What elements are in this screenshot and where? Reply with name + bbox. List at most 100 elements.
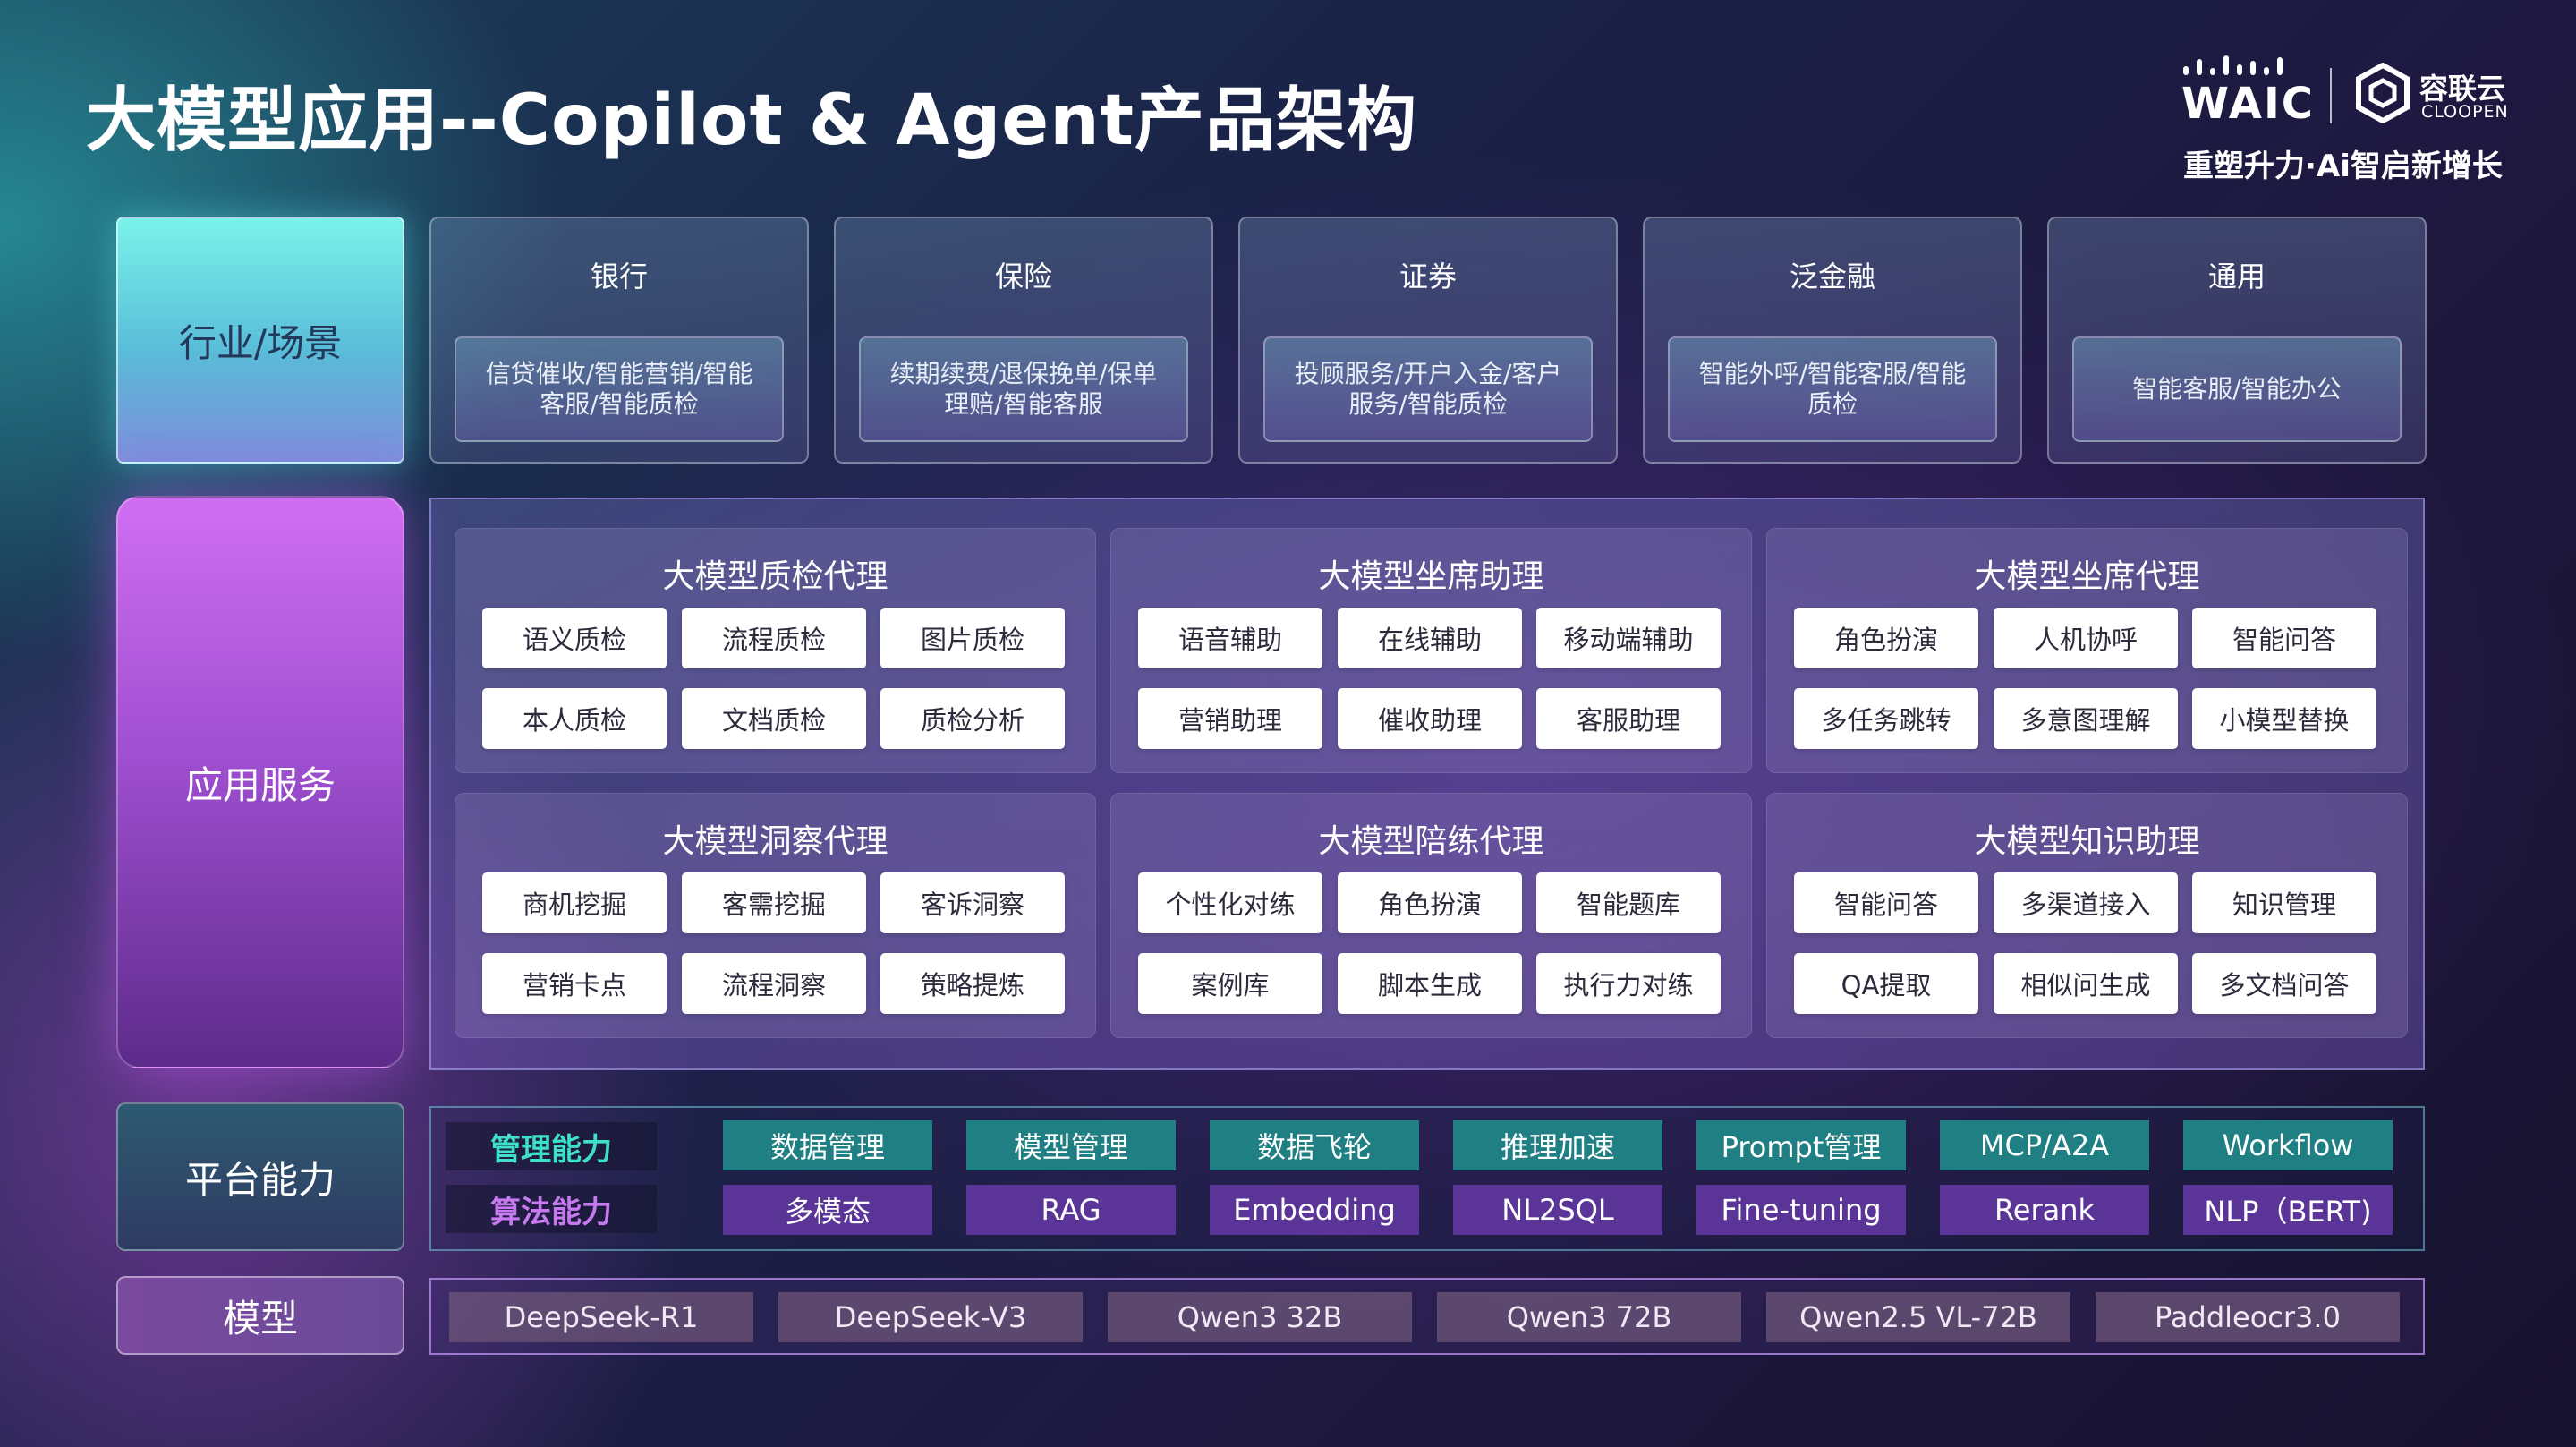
industry-card-insurance: 保险 续期续费/退保挽单/保单理赔/智能客服 bbox=[834, 217, 1213, 464]
industry-scenarios: 信贷催收/智能营销/智能客服/智能质检 bbox=[455, 336, 784, 442]
capability-item: 角色扮演 bbox=[1794, 608, 1978, 668]
label-industry: 行业/场景 bbox=[116, 217, 404, 464]
capability-item: 本人质检 bbox=[482, 688, 667, 749]
industry-title: 保险 bbox=[994, 260, 1052, 294]
capability-item: 多文档问答 bbox=[2192, 953, 2376, 1014]
capability-item: 语音辅助 bbox=[1138, 608, 1322, 668]
capability-item: 相似问生成 bbox=[1994, 953, 2178, 1014]
capability-item: 策略提炼 bbox=[880, 953, 1065, 1014]
industry-scenarios: 投顾服务/开户入金/客户服务/智能质检 bbox=[1263, 336, 1593, 442]
platform-mgmt-item: Workflow bbox=[2183, 1120, 2393, 1170]
model-item: DeepSeek-R1 bbox=[449, 1292, 753, 1342]
cloopen-logo-icon bbox=[2356, 63, 2410, 123]
industry-card-general: 通用 智能客服/智能办公 bbox=[2047, 217, 2427, 464]
capability-item: 多任务跳转 bbox=[1794, 688, 1978, 749]
capability-item: 智能问答 bbox=[2192, 608, 2376, 668]
service-insight-agent: 大模型洞察代理 商机挖掘 客需挖掘 客诉洞察 营销卡点 流程洞察 策略提炼 bbox=[455, 793, 1096, 1038]
cloopen-name-en: CLOOPEN bbox=[2421, 102, 2509, 122]
service-knowledge-assistant: 大模型知识助理 智能问答 多渠道接入 知识管理 QA提取 相似问生成 多文档问答 bbox=[1766, 793, 2408, 1038]
industry-title: 银行 bbox=[590, 260, 648, 294]
model-item: Qwen2.5 VL-72B bbox=[1766, 1292, 2070, 1342]
platform-algo-item: NL2SQL bbox=[1453, 1185, 1662, 1235]
model-item: Qwen3 72B bbox=[1437, 1292, 1741, 1342]
label-app-service: 应用服务 bbox=[116, 496, 404, 1068]
mgmt-capability-label: 管理能力 bbox=[446, 1122, 657, 1170]
model-item: DeepSeek-V3 bbox=[778, 1292, 1083, 1342]
service-training-agent: 大模型陪练代理 个性化对练 角色扮演 智能题库 案例库 脚本生成 执行力对练 bbox=[1110, 793, 1752, 1038]
capability-item: 客诉洞察 bbox=[880, 872, 1065, 933]
capability-item: 客服助理 bbox=[1536, 688, 1721, 749]
platform-algo-item: 多模态 bbox=[723, 1185, 932, 1235]
cloopen-name: 容联云 bbox=[2419, 72, 2506, 106]
industry-scenarios: 续期续费/退保挽单/保单理赔/智能客服 bbox=[859, 336, 1188, 442]
capability-item: 案例库 bbox=[1138, 953, 1322, 1014]
capability-item: 营销助理 bbox=[1138, 688, 1322, 749]
industry-card-securities: 证券 投顾服务/开户入金/客户服务/智能质检 bbox=[1238, 217, 1618, 464]
service-title: 大模型洞察代理 bbox=[662, 823, 888, 860]
algo-capability-label: 算法能力 bbox=[446, 1185, 657, 1233]
service-title: 大模型坐席代理 bbox=[1974, 558, 2200, 595]
model-panel: DeepSeek-R1 DeepSeek-V3 Qwen3 32B Qwen3 … bbox=[429, 1278, 2425, 1355]
platform-panel: 管理能力 算法能力 数据管理 模型管理 数据飞轮 推理加速 Prompt管理 M… bbox=[429, 1106, 2425, 1251]
industry-title: 泛金融 bbox=[1789, 260, 1875, 294]
capability-item: 多渠道接入 bbox=[1994, 872, 2178, 933]
capability-item: 脚本生成 bbox=[1338, 953, 1522, 1014]
capability-item: 小模型替换 bbox=[2192, 688, 2376, 749]
platform-mgmt-item: 数据管理 bbox=[723, 1120, 932, 1170]
model-item: Qwen3 32B bbox=[1108, 1292, 1412, 1342]
logo-divider bbox=[2330, 68, 2332, 123]
capability-item: 移动端辅助 bbox=[1536, 608, 1721, 668]
waic-logo-dots bbox=[2183, 55, 2283, 75]
label-model: 模型 bbox=[116, 1276, 404, 1355]
capability-item: 流程质检 bbox=[682, 608, 866, 668]
capability-item: 智能题库 bbox=[1536, 872, 1721, 933]
service-seat-assistant: 大模型坐席助理 语音辅助 在线辅助 移动端辅助 营销助理 催收助理 客服助理 bbox=[1110, 528, 1752, 773]
industry-title: 证券 bbox=[1399, 260, 1457, 294]
industry-title: 通用 bbox=[2207, 260, 2266, 294]
industry-card-general-finance: 泛金融 智能外呼/智能客服/智能质检 bbox=[1643, 217, 2022, 464]
capability-item: 营销卡点 bbox=[482, 953, 667, 1014]
capability-item: 智能问答 bbox=[1794, 872, 1978, 933]
industry-card-bank: 银行 信贷催收/智能营销/智能客服/智能质检 bbox=[429, 217, 809, 464]
capability-item: 知识管理 bbox=[2192, 872, 2376, 933]
capability-item: 文档质检 bbox=[682, 688, 866, 749]
platform-mgmt-item: 模型管理 bbox=[966, 1120, 1176, 1170]
industry-scenarios: 智能客服/智能办公 bbox=[2072, 336, 2402, 442]
platform-algo-item: Embedding bbox=[1210, 1185, 1419, 1235]
service-title: 大模型知识助理 bbox=[1974, 823, 2200, 860]
capability-item: 角色扮演 bbox=[1338, 872, 1522, 933]
platform-mgmt-item: 推理加速 bbox=[1453, 1120, 1662, 1170]
waic-slogan: 重塑升力·Ai智启新增长 bbox=[2183, 149, 2503, 184]
platform-algo-item: NLP（BERT) bbox=[2183, 1185, 2393, 1235]
app-services-panel: 大模型质检代理 语义质检 流程质检 图片质检 本人质检 文档质检 质检分析 大模… bbox=[429, 498, 2425, 1070]
capability-item: 个性化对练 bbox=[1138, 872, 1322, 933]
capability-item: 在线辅助 bbox=[1338, 608, 1522, 668]
industry-scenarios: 智能外呼/智能客服/智能质检 bbox=[1668, 336, 1997, 442]
platform-mgmt-item: 数据飞轮 bbox=[1210, 1120, 1419, 1170]
capability-item: 质检分析 bbox=[880, 688, 1065, 749]
service-title: 大模型坐席助理 bbox=[1318, 558, 1544, 595]
capability-item: 语义质检 bbox=[482, 608, 667, 668]
capability-item: QA提取 bbox=[1794, 953, 1978, 1014]
label-platform: 平台能力 bbox=[116, 1102, 404, 1251]
capability-item: 催收助理 bbox=[1338, 688, 1522, 749]
platform-algo-item: Rerank bbox=[1940, 1185, 2149, 1235]
capability-item: 商机挖掘 bbox=[482, 872, 667, 933]
platform-mgmt-item: Prompt管理 bbox=[1696, 1120, 1906, 1170]
model-item: Paddleocr3.0 bbox=[2096, 1292, 2400, 1342]
capability-item: 执行力对练 bbox=[1536, 953, 1721, 1014]
service-seat-agent: 大模型坐席代理 角色扮演 人机协呼 智能问答 多任务跳转 多意图理解 小模型替换 bbox=[1766, 528, 2408, 773]
service-title: 大模型陪练代理 bbox=[1318, 823, 1544, 860]
platform-mgmt-item: MCP/A2A bbox=[1940, 1120, 2149, 1170]
capability-item: 多意图理解 bbox=[1994, 688, 2178, 749]
capability-item: 图片质检 bbox=[880, 608, 1065, 668]
capability-item: 客需挖掘 bbox=[682, 872, 866, 933]
waic-logo: WAIC bbox=[2181, 79, 2316, 129]
page-title: 大模型应用--Copilot & Agent产品架构 bbox=[86, 81, 1418, 161]
service-qc-agent: 大模型质检代理 语义质检 流程质检 图片质检 本人质检 文档质检 质检分析 bbox=[455, 528, 1096, 773]
platform-algo-item: Fine-tuning bbox=[1696, 1185, 1906, 1235]
platform-algo-item: RAG bbox=[966, 1185, 1176, 1235]
capability-item: 人机协呼 bbox=[1994, 608, 2178, 668]
service-title: 大模型质检代理 bbox=[662, 558, 888, 595]
capability-item: 流程洞察 bbox=[682, 953, 866, 1014]
